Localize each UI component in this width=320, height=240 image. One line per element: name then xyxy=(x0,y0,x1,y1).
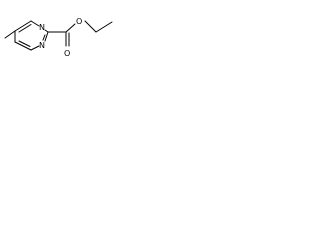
carbonyl-oxygen-label: O xyxy=(64,49,70,58)
structure-diagram: N N O O xyxy=(4,17,113,58)
molecule-canvas: N N O O xyxy=(0,0,121,61)
bond-ring-c6-c5-inner xyxy=(18,40,31,47)
bond-ring-c6-c5 xyxy=(14,41,32,51)
bond-ring-c5-c4 xyxy=(14,20,32,32)
bond-ring-n3-c2 xyxy=(44,29,49,33)
bond-ring-c4-n3 xyxy=(30,20,40,27)
bond-ring-c2-n1-inner xyxy=(42,34,46,41)
bond-ethyl xyxy=(95,21,113,33)
bond-ester-o-ethyl xyxy=(84,20,97,33)
nitrogen-top-label: N xyxy=(39,23,45,32)
bond-ring-c5-c4-inner xyxy=(18,24,32,33)
bond-carbonyl-ester-o xyxy=(65,23,76,33)
bond-ring-c2-n1 xyxy=(44,31,49,42)
bond-ring-n1-c6 xyxy=(30,45,40,51)
nitrogen-bottom-label: N xyxy=(39,41,45,50)
ester-oxygen-label: O xyxy=(76,17,82,26)
bond-methyl xyxy=(4,30,16,39)
